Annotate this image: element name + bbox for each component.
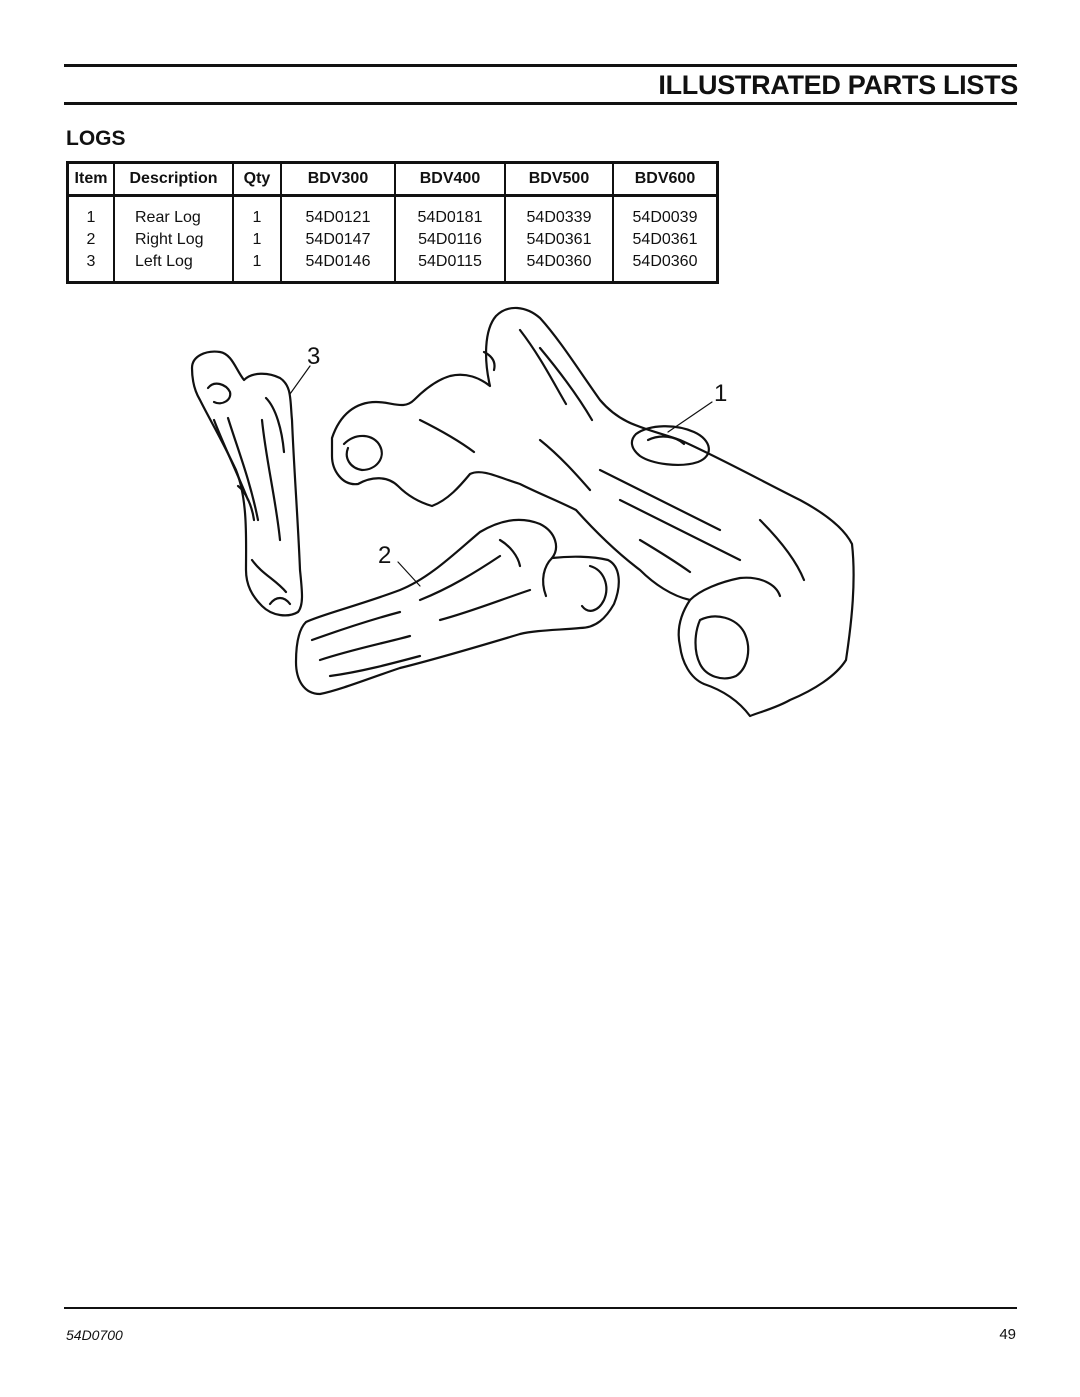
cell-item: 1	[67, 195, 115, 229]
callout-number-2: 2	[378, 542, 391, 569]
cell-bdv600: 54D0360	[613, 251, 719, 283]
col-item-header: Item	[67, 162, 115, 197]
page-number: 49	[999, 1326, 1016, 1343]
cell-bdv400: 54D0115	[395, 251, 506, 283]
header-rule-bottom	[64, 102, 1017, 105]
col-description-header: Description	[114, 162, 234, 197]
right-log-drawing	[294, 518, 620, 696]
cell-qty: 1	[233, 229, 282, 251]
section-title: LOGS	[66, 127, 126, 150]
table-row: 1 Rear Log 1 54D0121 54D0181 54D0339 54D…	[67, 195, 719, 229]
cell-description: Rear Log	[114, 195, 234, 229]
col-bdv500-header: BDV500	[505, 162, 614, 197]
cell-bdv500: 54D0360	[505, 251, 614, 283]
logs-illustration: 3 1 2	[190, 306, 855, 718]
col-bdv300-header: BDV300	[281, 162, 396, 197]
table-header-row: Item Description Qty BDV300 BDV400 BDV50…	[67, 162, 719, 197]
cell-item: 3	[67, 251, 115, 283]
cell-bdv600: 54D0039	[613, 195, 719, 229]
col-qty-header: Qty	[233, 162, 282, 197]
cell-bdv600: 54D0361	[613, 229, 719, 251]
col-bdv600-header: BDV600	[613, 162, 719, 197]
cell-bdv400: 54D0116	[395, 229, 506, 251]
col-bdv400-header: BDV400	[395, 162, 506, 197]
cell-item: 2	[67, 229, 115, 251]
cell-bdv300: 54D0121	[281, 195, 396, 229]
table-row: 2 Right Log 1 54D0147 54D0116 54D0361 54…	[67, 229, 719, 251]
callout-number-3: 3	[307, 343, 320, 370]
cell-bdv500: 54D0361	[505, 229, 614, 251]
document-number: 54D0700	[66, 1327, 123, 1343]
cell-description: Left Log	[114, 251, 234, 283]
table-row: 3 Left Log 1 54D0146 54D0115 54D0360 54D…	[67, 251, 719, 283]
header-rule-top	[64, 64, 1017, 67]
cell-bdv300: 54D0146	[281, 251, 396, 283]
cell-bdv400: 54D0181	[395, 195, 506, 229]
footer-rule	[64, 1307, 1017, 1309]
cell-description: Right Log	[114, 229, 234, 251]
cell-qty: 1	[233, 195, 282, 229]
page-title: ILLUSTRATED PARTS LISTS	[658, 70, 1018, 100]
left-log-drawing	[190, 350, 304, 617]
rear-log-drawing	[330, 306, 855, 718]
parts-table: Item Description Qty BDV300 BDV400 BDV50…	[66, 161, 719, 284]
cell-bdv500: 54D0339	[505, 195, 614, 229]
cell-qty: 1	[233, 251, 282, 283]
cell-bdv300: 54D0147	[281, 229, 396, 251]
callout-leader-lines	[289, 365, 713, 587]
callout-number-1: 1	[714, 380, 727, 407]
